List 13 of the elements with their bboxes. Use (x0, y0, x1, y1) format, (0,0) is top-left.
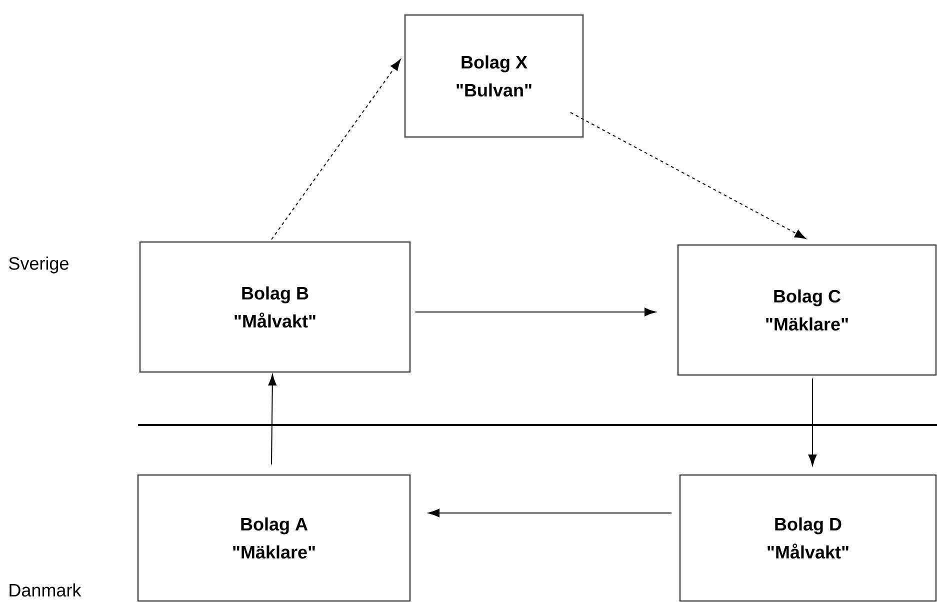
country-label: Sverige (9, 256, 68, 274)
arrow (428, 508, 672, 518)
country-label: Danmark (10, 583, 82, 597)
company-box: Bolag X "Bulvan" (404, 14, 584, 138)
arrow (271, 59, 401, 240)
arrow (268, 374, 277, 465)
company-box: Bolag C "Mäklare" (678, 244, 936, 376)
company-box: Bolag A "Mäklare" (138, 474, 410, 602)
arrow (808, 378, 817, 466)
arrow (570, 112, 806, 239)
company-box: Bolag B "Målvakt" (140, 242, 410, 372)
company-box: Bolag D "Målvakt" (680, 474, 936, 602)
arrow (415, 308, 656, 316)
